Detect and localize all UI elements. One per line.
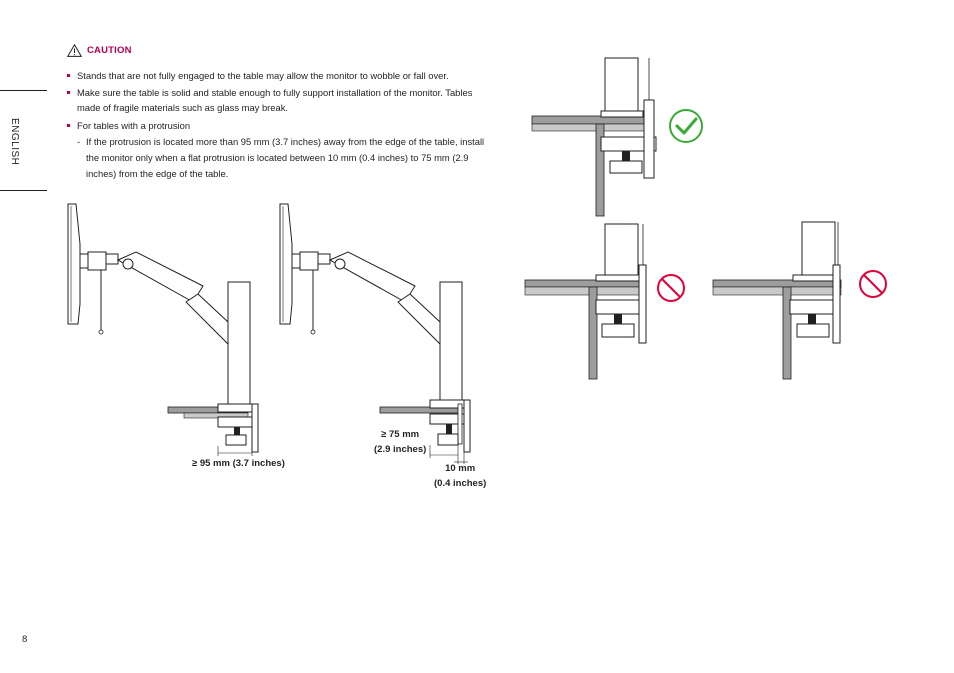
right-distance-line2: (2.9 inches)	[374, 443, 427, 455]
bullet-marker	[67, 90, 70, 94]
right-small-line1: 10 mm	[445, 463, 476, 474]
right-small-label: 10 mm (0.4 inches)	[434, 462, 486, 491]
right-distance-label: ≥ 75 mm (2.9 inches)	[374, 428, 426, 457]
right-distance-line1: ≥ 75 mm	[381, 429, 420, 440]
caution-title: CAUTION	[87, 45, 132, 56]
diagram-correct	[531, 57, 657, 217]
check-circle-icon	[669, 109, 703, 143]
caution-item-protrusion: For tables with a protrusion	[67, 118, 497, 134]
caution-sub-item: - If the protrusion is located more than…	[67, 134, 497, 181]
warning-triangle-icon	[67, 44, 82, 57]
diagram-75mm	[279, 203, 471, 464]
page-number: 8	[22, 634, 28, 645]
caution-header: CAUTION	[67, 44, 132, 57]
caution-item-text: Make sure the table is solid and stable …	[77, 86, 473, 114]
sub-item-dash: -	[77, 136, 81, 148]
bullet-marker	[67, 74, 70, 77]
bullet-marker	[67, 123, 70, 127]
caution-item-wobble: Stands that are not fully engaged to the…	[67, 68, 497, 84]
sidebar-rule-top	[0, 90, 47, 91]
caution-item-table-strength: Make sure the table is solid and stable …	[67, 85, 497, 116]
diagram-incorrect-1	[524, 223, 647, 380]
language-label: ENGLISH	[9, 118, 20, 166]
caution-list: Stands that are not fully engaged to the…	[67, 68, 497, 181]
right-small-line2: (0.4 inches)	[434, 477, 487, 489]
diagram-incorrect-2	[712, 221, 842, 380]
prohibited-icon	[859, 270, 887, 298]
caution-sub-item-text: If the protrusion is located more than 9…	[86, 136, 485, 179]
diagram-95mm	[67, 203, 259, 456]
caution-item-text: For tables with a protrusion	[77, 119, 191, 131]
sidebar-rule-bottom	[0, 190, 47, 191]
caution-item-text: Stands that are not fully engaged to the…	[77, 70, 449, 81]
prohibited-icon	[657, 274, 685, 302]
left-distance-label: ≥ 95 mm (3.7 inches)	[192, 458, 285, 469]
